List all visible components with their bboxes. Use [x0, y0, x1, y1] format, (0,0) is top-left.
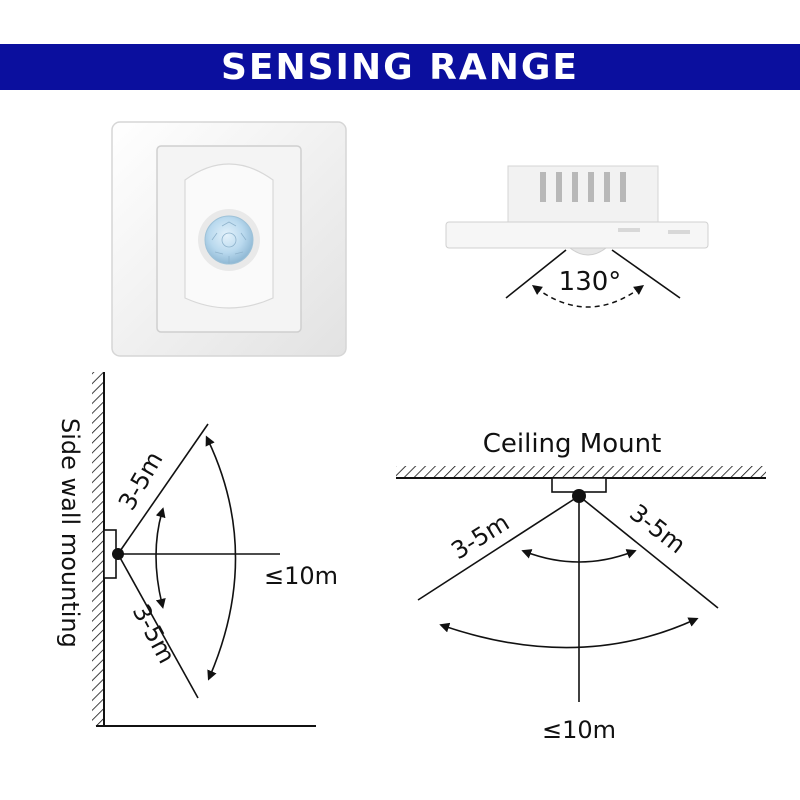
- switch-front-view: [111, 121, 347, 357]
- ceiling-max-distance: ≤10m: [542, 716, 616, 744]
- side-wall-diagram: 3-5m 3-5m ≤10m Side wall mounting: [56, 372, 338, 727]
- ceiling-caption: Ceiling Mount: [483, 429, 662, 459]
- side-upper-distance: 3-5m: [113, 447, 169, 515]
- side-lower-distance: 3-5m: [127, 600, 181, 668]
- switch-side-view: 130°: [445, 165, 709, 308]
- side-wall-caption: Side wall mounting: [56, 418, 84, 648]
- ceiling-diagram: Ceiling Mount 3-5m 3-5m ≤10m: [396, 429, 766, 744]
- detection-angle-label: 130°: [559, 267, 622, 297]
- ceiling-left-distance: 3-5m: [446, 508, 514, 565]
- banner-title: SENSING RANGE: [220, 46, 580, 88]
- side-max-distance: ≤10m: [264, 562, 338, 590]
- title-banner: SENSING RANGE: [0, 44, 800, 90]
- ceiling-right-distance: 3-5m: [624, 499, 691, 560]
